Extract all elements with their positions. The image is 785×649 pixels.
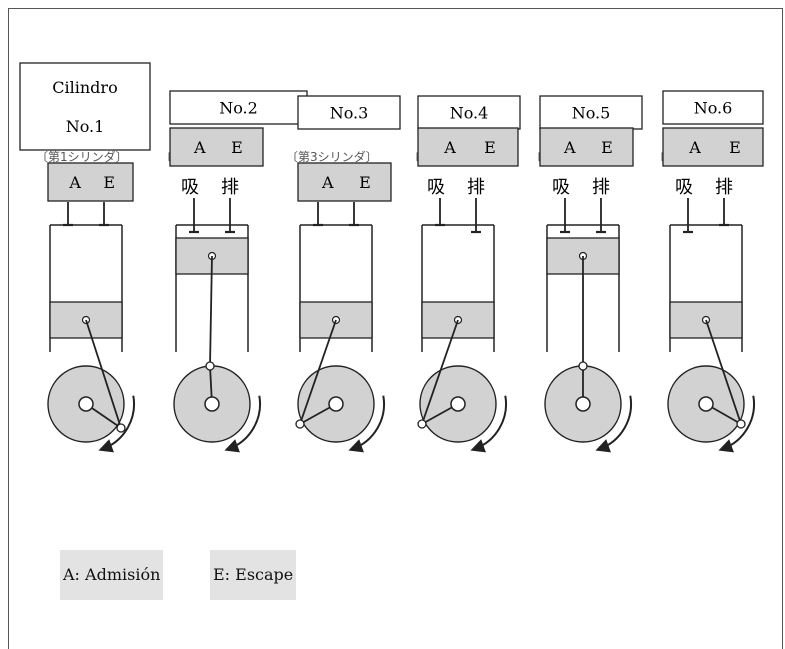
japanese-exhaust-char: 排 xyxy=(467,177,485,198)
cylinder-label: No.5 xyxy=(572,104,611,123)
cylinder-label: No.1 xyxy=(66,117,105,136)
rotation-arrow xyxy=(595,395,632,453)
cylinder-4: No.4 〔 A E 吸 排 xyxy=(408,95,521,453)
cylinder-label-box xyxy=(662,90,764,125)
connecting-rod xyxy=(85,319,122,429)
japanese-exhaust-char: 排 xyxy=(715,177,733,198)
valve-label-intake: A xyxy=(68,173,81,192)
valve-label-intake: A xyxy=(193,138,206,157)
cylinder-label: No.3 xyxy=(330,104,369,123)
crankshaft-center xyxy=(575,396,591,412)
valve-label-intake: A xyxy=(443,138,456,157)
valve-label-exhaust: E xyxy=(359,173,371,192)
valve-label-box xyxy=(662,127,764,167)
cylinder-label: No.6 xyxy=(694,99,733,118)
rotation-arrow xyxy=(348,395,385,453)
japanese-cylinder-label: 〔第3シリンダ〕 xyxy=(286,149,378,164)
cylinder-label-box xyxy=(169,90,308,125)
rotation-arrow xyxy=(98,395,135,453)
japanese-cylinder-label: 〔 xyxy=(160,150,172,164)
legend-admision: A: Admisión xyxy=(60,550,164,600)
japanese-intake-char: 吸 xyxy=(675,177,693,198)
crank-pin xyxy=(205,361,215,371)
japanese-intake-char: 吸 xyxy=(552,177,570,198)
crank-pin xyxy=(116,423,126,433)
japanese-intake-char: 吸 xyxy=(181,177,199,198)
cylinder-3: No.3 〔第3シリンダ〕 A E xyxy=(286,95,401,453)
cylinder-2: No.2 〔 A E 吸 排 xyxy=(160,90,308,453)
cylinder-label: No.2 xyxy=(219,99,258,118)
valve-label-exhaust: E xyxy=(484,138,496,157)
connecting-rod xyxy=(421,319,459,425)
crankshaft-center xyxy=(450,396,466,412)
valve-label-box xyxy=(297,162,392,202)
cylinder-label: No.4 xyxy=(450,104,489,123)
crankshaft-center xyxy=(204,396,220,412)
japanese-cylinder-label: 〔第1シリンダ〕 xyxy=(36,149,128,164)
valve-label-box xyxy=(539,127,634,167)
connecting-rod xyxy=(299,319,337,425)
valve-label-intake: A xyxy=(688,138,701,157)
crank-pin xyxy=(578,361,588,371)
cylinder-label-box xyxy=(539,95,643,130)
connecting-rod xyxy=(705,319,742,425)
cylinder-label-box xyxy=(417,95,521,130)
japanese-cylinder-label: 〔 xyxy=(408,150,420,164)
cylinder-label: Cilindro xyxy=(52,78,117,97)
japanese-cylinder-label: 〔 xyxy=(530,150,542,164)
crank-pin xyxy=(417,419,427,429)
valve-label-exhaust: E xyxy=(103,173,115,192)
cylinder-label-box xyxy=(19,62,151,151)
valve-label-intake: A xyxy=(563,138,576,157)
valve-label-box xyxy=(169,127,264,167)
cylinder-5: No.5 〔 A E 吸 排 xyxy=(530,95,643,453)
legend-escape: E: Escape xyxy=(210,550,297,600)
valve-label-exhaust: E xyxy=(729,138,741,157)
rotation-arrow xyxy=(718,395,755,453)
japanese-exhaust-char: 排 xyxy=(221,177,239,198)
valve-label-exhaust: E xyxy=(231,138,243,157)
valve-label-intake: A xyxy=(321,173,334,192)
valve-label-exhaust: E xyxy=(601,138,613,157)
crankshaft-center xyxy=(78,396,94,412)
crankshaft-center xyxy=(698,396,714,412)
rotation-arrow xyxy=(224,395,261,453)
japanese-exhaust-char: 排 xyxy=(592,177,610,198)
cylinder-6: No.6〔第AE吸排 xyxy=(653,90,764,453)
valve-label-box xyxy=(417,127,519,167)
crankshaft-center xyxy=(328,396,344,412)
cylinder-label-box xyxy=(297,95,401,130)
crank-pin xyxy=(295,419,305,429)
rotation-arrow xyxy=(470,395,507,453)
crank-pin xyxy=(736,419,746,429)
valve-label-box xyxy=(47,162,134,202)
japanese-intake-char: 吸 xyxy=(427,177,445,198)
connecting-rod xyxy=(209,255,213,367)
figure-frame xyxy=(8,8,783,649)
